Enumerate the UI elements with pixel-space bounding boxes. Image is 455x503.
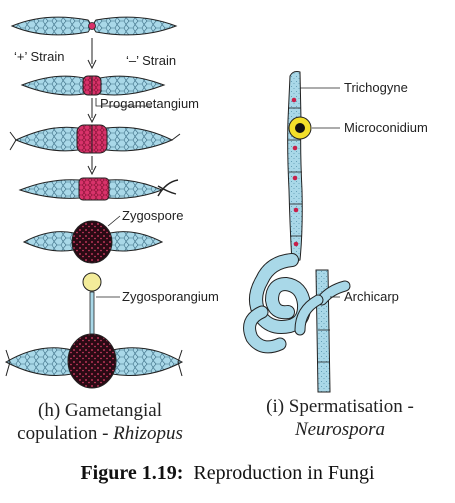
arrowhead-stage-3 bbox=[87, 165, 97, 176]
arrowhead-stage-1 bbox=[87, 59, 97, 70]
stage-2-progametangia bbox=[20, 75, 166, 96]
caption-h-prefix: copulation - bbox=[17, 422, 114, 444]
zygospore-leader bbox=[107, 215, 121, 227]
label-zygospore: Zygospore bbox=[122, 208, 184, 223]
label-plus-strain: ‘+’ Strain bbox=[14, 49, 65, 64]
label-trichogyne: Trichogyne bbox=[344, 80, 408, 95]
label-minus-strain: ‘–’ Strain bbox=[126, 53, 177, 68]
stage-6-zygosporangium bbox=[4, 272, 184, 389]
arrowhead-stage-2 bbox=[87, 113, 97, 124]
progametangium-leader bbox=[95, 98, 152, 107]
figure-caption: Figure 1.19: Reproduction in Fungi bbox=[0, 462, 455, 485]
caption-i-line1: (i) Spermatisation - bbox=[266, 396, 414, 417]
microconidium bbox=[288, 116, 312, 140]
caption-h-line1: (h) Gametangial bbox=[38, 400, 162, 421]
figure-number: Figure 1.19: bbox=[80, 462, 184, 484]
label-microconidium: Microconidium bbox=[344, 120, 428, 135]
caption-i-line2: Neurospora bbox=[240, 419, 440, 442]
label-zygosporangium: Zygosporangium bbox=[122, 289, 219, 304]
caption-i-genus: Neurospora bbox=[294, 418, 386, 440]
caption-panel-h: (h) Gametangial copulation - Rhizopus bbox=[0, 400, 200, 446]
stage-1-hyphae bbox=[10, 16, 178, 36]
stage-5-zygospore bbox=[22, 220, 164, 264]
caption-h-genus: Rhizopus bbox=[113, 422, 183, 444]
caption-panel-i: (i) Spermatisation - Neurospora bbox=[240, 396, 440, 442]
stage-4-fusion bbox=[18, 177, 179, 201]
caption-h-line2: copulation - Rhizopus bbox=[0, 423, 200, 446]
figure-title: Reproduction in Fungi bbox=[193, 462, 375, 484]
label-archicarp: Archicarp bbox=[344, 289, 399, 304]
label-progametangium: Progametangium bbox=[100, 96, 199, 111]
stage-3-gametangia bbox=[9, 124, 181, 154]
